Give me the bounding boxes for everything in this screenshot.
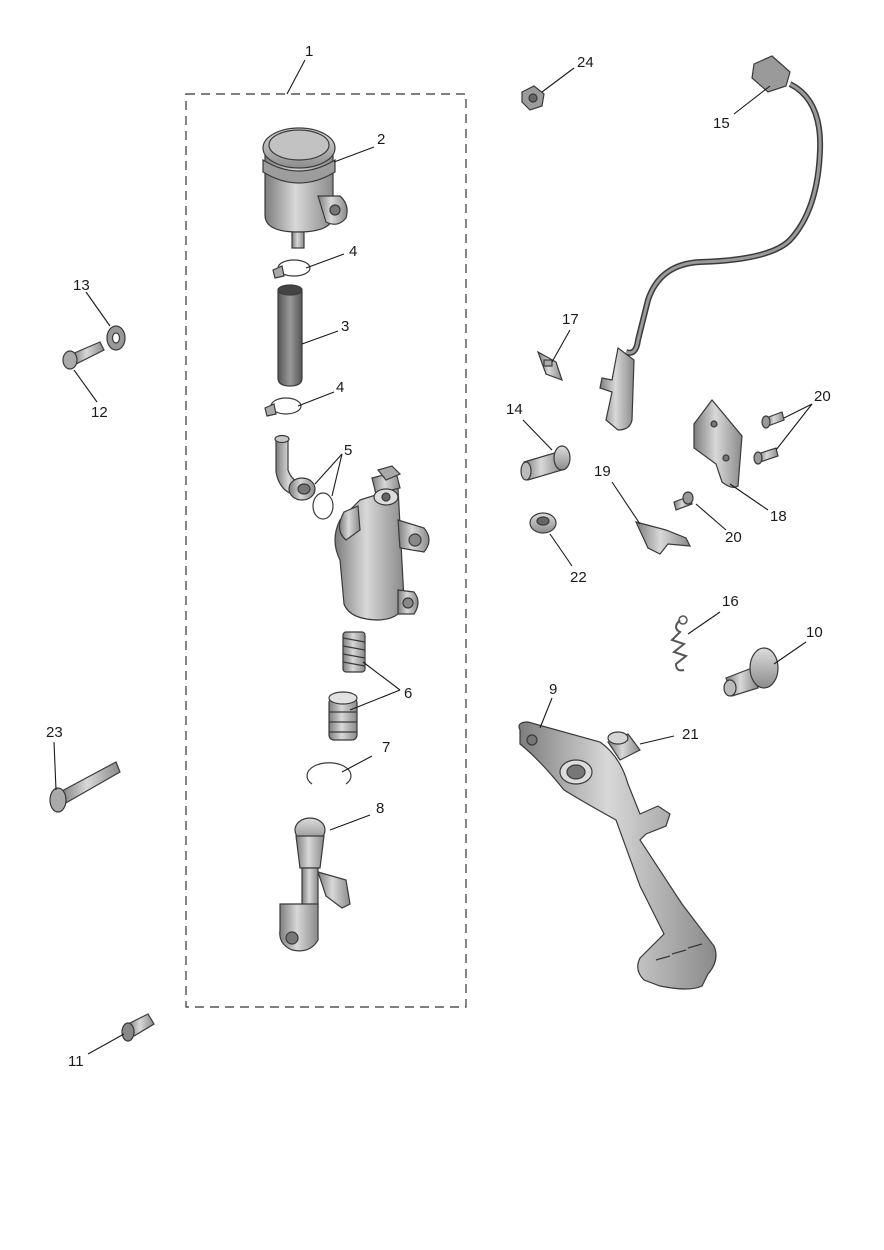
- leader-lines: [53, 59, 813, 1055]
- part-14-pin: [520, 445, 571, 481]
- callout-19: 19: [594, 463, 611, 480]
- part-4-hose-clip-lower: [264, 397, 302, 417]
- callout-14: 14: [506, 401, 523, 418]
- part-17-bracket: [536, 350, 563, 382]
- callout-4-lower: 4: [336, 379, 344, 396]
- part-11-clevis-pin: [121, 1013, 155, 1042]
- part-8-pushrod: [279, 817, 351, 952]
- part-7-circlip: [306, 762, 352, 785]
- part-16-return-spring: [670, 615, 689, 672]
- callout-11: 11: [68, 1053, 84, 1070]
- part-22-bush: [529, 512, 557, 534]
- callout-22: 22: [570, 569, 587, 586]
- callout-7: 7: [382, 739, 390, 756]
- part-24-nut: [521, 85, 545, 111]
- callout-24: 24: [577, 54, 594, 71]
- assembly-dashed-boundary: [185, 93, 467, 1008]
- callout-3: 3: [341, 318, 349, 335]
- part-5-o-ring: [312, 492, 334, 520]
- callout-20-upper: 20: [814, 388, 831, 405]
- part-13-washer: [106, 325, 126, 351]
- callout-6: 6: [404, 685, 412, 702]
- part-23-bolt: [49, 761, 121, 813]
- callout-8: 8: [376, 800, 384, 817]
- callout-20-lower: 20: [725, 529, 742, 546]
- callout-10: 10: [806, 624, 823, 641]
- part-9-brake-pedal: [518, 721, 717, 990]
- part-21-bush: [607, 731, 641, 761]
- part-20-screw-c: [673, 491, 694, 511]
- callout-21: 21: [682, 726, 699, 743]
- callout-2: 2: [377, 131, 385, 148]
- part-10-pivot-bolt: [723, 647, 779, 697]
- callout-23: 23: [46, 724, 63, 741]
- part-4-hose-clip-upper: [272, 259, 311, 279]
- callout-labels: 1 2 3 4 4 5 6 7 8 9 10 11 12 13 14 15 16…: [46, 43, 831, 1070]
- callout-5: 5: [344, 442, 352, 459]
- callout-9: 9: [549, 681, 557, 698]
- part-6-piston: [328, 691, 358, 741]
- part-12-bolt: [62, 341, 105, 370]
- part-2-reservoir: [262, 127, 348, 249]
- part-6-spring: [342, 631, 366, 673]
- callout-17: 17: [562, 311, 579, 328]
- callout-12: 12: [91, 404, 108, 421]
- master-cylinder-body: [334, 465, 430, 621]
- part-20-screw-b: [753, 447, 779, 465]
- part-18-switch-plate: [693, 399, 743, 488]
- callout-18: 18: [770, 508, 787, 525]
- part-19-link-bracket: [634, 521, 692, 555]
- callout-4-upper: 4: [349, 243, 357, 260]
- callout-13: 13: [73, 277, 90, 294]
- part-3-hose: [277, 284, 303, 387]
- callout-16: 16: [722, 593, 739, 610]
- callout-1: 1: [305, 43, 313, 60]
- part-15-switch-cable: [599, 55, 824, 431]
- callout-15: 15: [713, 115, 730, 132]
- part-20-screw-a: [761, 411, 785, 429]
- part-5-hose-fitting: [274, 434, 316, 501]
